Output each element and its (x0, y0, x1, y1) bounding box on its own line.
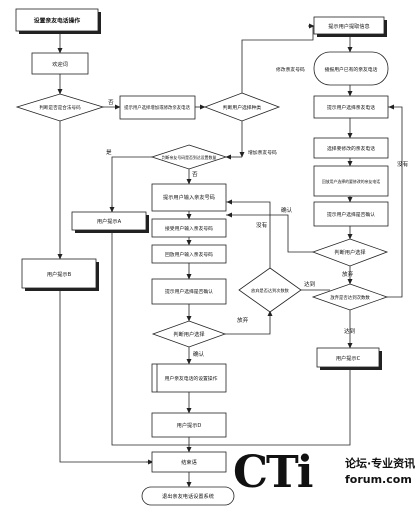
prompt-choose-friend-label: 提示用户选择亲友电话 (327, 104, 375, 111)
get-info-label: 提示用户提取信息 (328, 22, 370, 30)
play-existing-label: 播报用户已有的亲友电话 (325, 66, 378, 73)
edge-label-no-legal: 否 (108, 99, 114, 106)
replay-to-modify-box (313, 165, 389, 197)
flow-connectors (57, 23, 403, 488)
judge-op-label: 判断用户选择种类 (223, 104, 262, 111)
judge-choice-a-label: 判断用户选择 (173, 330, 205, 338)
exit-label: 退出亲友电话设置系统 (162, 492, 214, 500)
tip-d-label: 用户提示D (177, 421, 202, 429)
prompt-confirm-b-box (313, 201, 389, 227)
replay-to-modify-label: 回放用户选择的要修改的亲友电话 (322, 179, 380, 184)
choose-to-modify-box (313, 137, 389, 159)
edge-label-reach-b: 达到 (344, 327, 356, 335)
edge-label-confirm-a: 确认 (193, 350, 205, 358)
choose-to-modify-label: 选择要修改的亲友电话 (327, 145, 375, 152)
judge-choice-b-label: 判断用户选择 (334, 248, 366, 256)
closing-label: 结束语 (181, 458, 197, 466)
title-box (15, 8, 99, 32)
tip-b-label: 用户提示B (47, 270, 72, 278)
accept-input-label: 接受用户输入亲友号码 (165, 225, 213, 232)
check-legal-diamond (15, 93, 105, 122)
watermark-logo: CTi 论坛·专业资讯 forum.com (233, 447, 416, 503)
judge-op-diamond (203, 92, 281, 122)
play-existing-box (313, 51, 389, 86)
closing-box (151, 451, 227, 473)
tip-b-box (21, 258, 97, 289)
prompt-input-box (151, 183, 227, 212)
tip-a-label: 用户提示A (97, 217, 122, 225)
edge-labels: 否 是 增加亲友号码 修改亲友号码 否 没有 确认 放弃 达到 确认 放弃 达到… (106, 66, 409, 358)
node-labels: 设置亲友电话操作 欢迎词 判断是否是合法号码 提示用户选择增加或修改亲友电话 判… (34, 17, 380, 501)
prompt-confirm-a-box (151, 278, 227, 305)
edge-label-modify: 修改亲友号码 (276, 66, 305, 73)
welcome-box (31, 52, 89, 75)
prompt-choose-friend-box (313, 95, 389, 119)
judge-max-a-diamond (238, 267, 302, 313)
watermark-line1: 论坛·专业资讯 (345, 457, 416, 470)
tip-a-box (71, 211, 147, 231)
tip-d-box (151, 412, 227, 438)
get-info-box (313, 16, 385, 35)
watermark-brand: CTi (233, 447, 313, 498)
judge-choice-b-diamond (311, 238, 389, 267)
edge-label-none-a: 没有 (256, 221, 268, 229)
prompt-confirm-b-label: 提示用户选择是否确认 (327, 211, 375, 218)
watermark-line2: forum.com (345, 473, 412, 486)
exit-terminator (141, 486, 235, 506)
judge-max-b-label: 放弃是否达到次数数 (330, 294, 370, 301)
accept-input-box (151, 218, 227, 238)
prompt-input-label: 提示用户输入亲友号码 (163, 193, 215, 201)
replay-input-box (151, 244, 227, 264)
save-friend-label: 用户亲友电话的设置操作 (165, 375, 218, 382)
judge-slots-diamond (150, 144, 228, 170)
judge-max-b-diamond (311, 283, 389, 311)
edge-label-giveup-a: 放弃 (237, 316, 249, 324)
edge-label-giveup-b: 放弃 (342, 270, 354, 278)
judge-slots-label: 判断亲友号码是否到达设置数量 (162, 155, 217, 160)
edge-label-no-slots: 否 (192, 171, 198, 178)
check-legal-label: 判断是否是合法号码 (39, 104, 81, 111)
tip-c-box (316, 347, 380, 368)
edge-label-confirm-b: 确认 (281, 206, 293, 214)
title-label: 设置亲友电话操作 (34, 17, 81, 25)
prompt-choose-op-box (119, 95, 196, 120)
edge-label-reach-a: 达到 (304, 280, 316, 288)
prompt-choose-op-label: 提示用户选择增加或修改亲友电话 (124, 104, 190, 111)
judge-choice-a-diamond (151, 320, 227, 348)
edge-label-yes-slots: 是 (106, 149, 112, 156)
prompt-confirm-a-label: 提示用户选择是否确认 (165, 288, 213, 295)
welcome-label: 欢迎词 (52, 60, 68, 68)
edge-label-add: 增加亲友号码 (248, 149, 277, 156)
flow-shapes (15, 8, 389, 506)
edge-label-none-b: 没有 (397, 160, 409, 168)
replay-input-label: 回放用户输入亲友号码 (165, 251, 213, 258)
save-friend-box (151, 363, 227, 393)
tip-c-label: 用户提示C (336, 354, 361, 362)
judge-max-a-label: 放弃是否达到次数数 (251, 287, 290, 294)
